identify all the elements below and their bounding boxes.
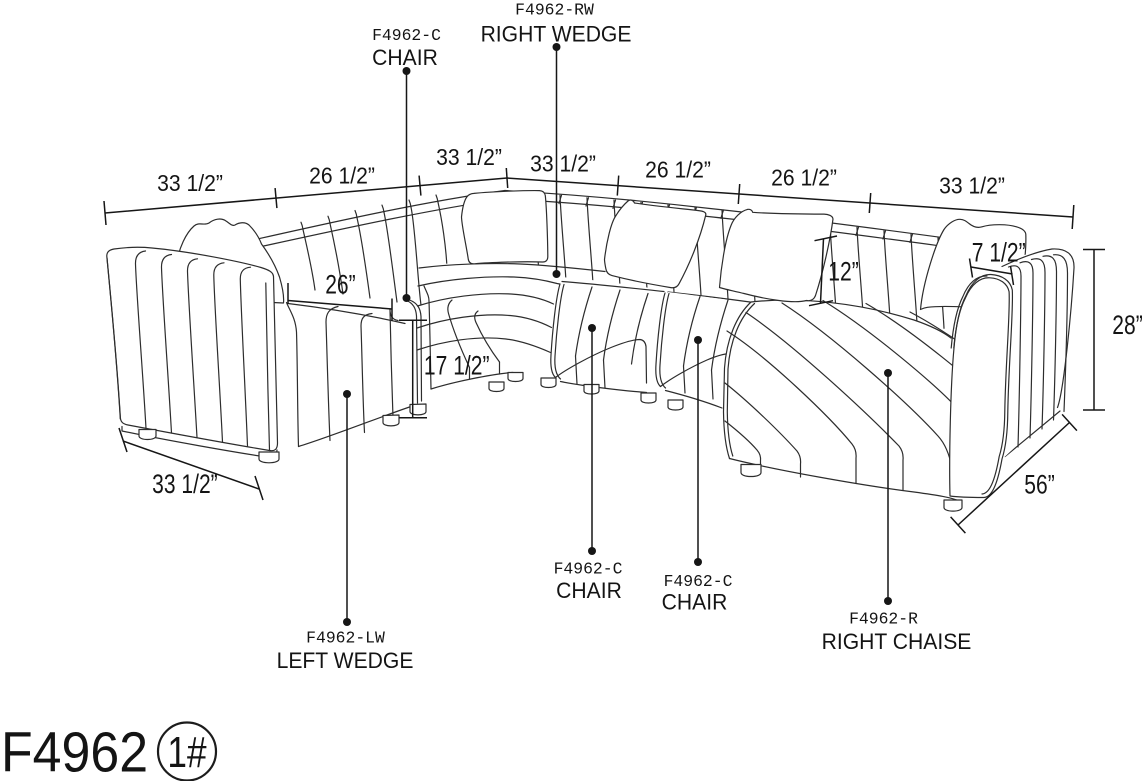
svg-text:28”: 28”	[1112, 311, 1142, 341]
svg-text:F4962-LW: F4962-LW	[306, 629, 385, 648]
svg-text:F4962-C: F4962-C	[664, 572, 733, 591]
svg-text:CHAIR: CHAIR	[662, 589, 728, 615]
svg-text:F4962-C: F4962-C	[554, 560, 623, 579]
svg-text:26 1/2”: 26 1/2”	[771, 164, 837, 190]
svg-text:CHAIR: CHAIR	[556, 578, 622, 604]
svg-text:33 1/2”: 33 1/2”	[152, 470, 218, 500]
svg-text:26 1/2”: 26 1/2”	[309, 162, 375, 188]
svg-text:33 1/2”: 33 1/2”	[939, 172, 1005, 198]
svg-text:LEFT WEDGE: LEFT WEDGE	[277, 648, 414, 674]
svg-text:12”: 12”	[828, 257, 858, 287]
svg-text:33 1/2”: 33 1/2”	[157, 170, 223, 196]
svg-text:26 1/2”: 26 1/2”	[645, 156, 711, 182]
svg-text:7 1/2”: 7 1/2”	[972, 238, 1026, 268]
svg-text:26”: 26”	[325, 270, 355, 300]
svg-text:RIGHT WEDGE: RIGHT WEDGE	[481, 21, 632, 47]
svg-text:1#: 1#	[167, 728, 206, 777]
svg-text:CHAIR: CHAIR	[372, 45, 438, 71]
svg-text:F4962: F4962	[1, 720, 148, 781]
svg-text:RIGHT CHAISE: RIGHT CHAISE	[822, 629, 972, 655]
svg-text:F4962-RW: F4962-RW	[515, 0, 594, 19]
svg-text:17 1/2”: 17 1/2”	[424, 351, 490, 381]
svg-text:56”: 56”	[1024, 470, 1054, 500]
svg-text:33 1/2”: 33 1/2”	[530, 150, 596, 176]
svg-text:33 1/2”: 33 1/2”	[436, 144, 502, 170]
svg-text:F4962-R: F4962-R	[849, 610, 918, 629]
svg-text:F4962-C: F4962-C	[372, 26, 441, 45]
